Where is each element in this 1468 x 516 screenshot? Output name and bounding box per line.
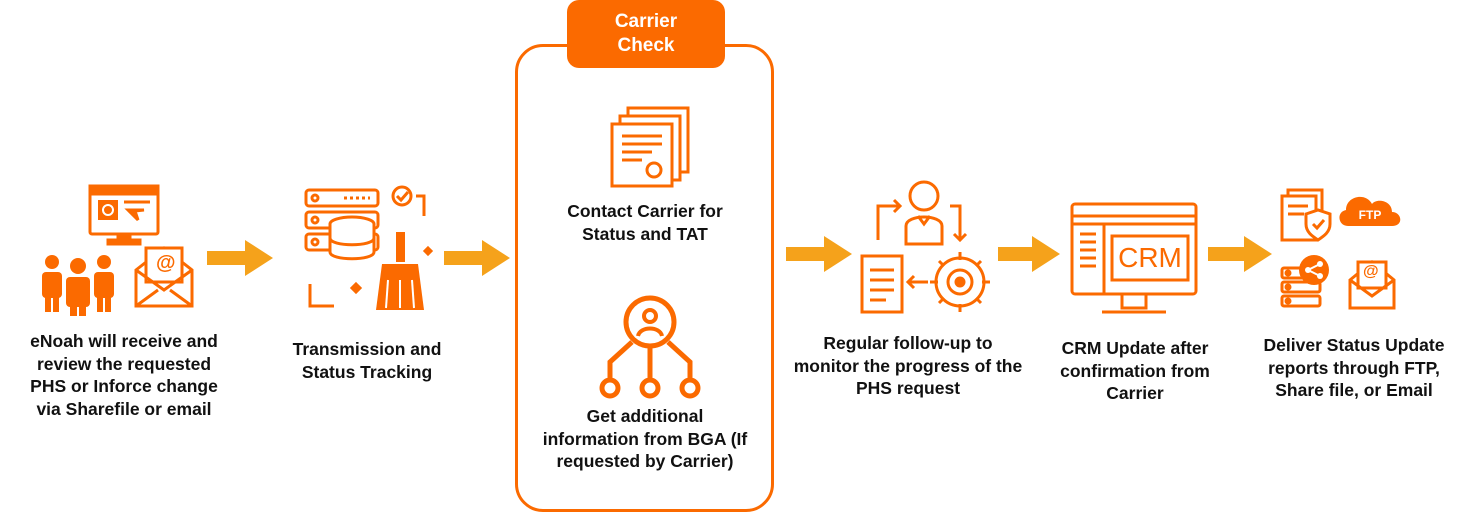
flow-arrow-1	[207, 240, 273, 276]
documents-icon	[610, 104, 694, 188]
step-crm-update-label: CRM Update after confirmation from Carri…	[1060, 338, 1210, 403]
team-computer-email-icon: @	[38, 182, 198, 317]
step-follow-up-label: Regular follow-up to monitor the progres…	[793, 333, 1023, 398]
crm-monitor-icon: CRM	[1068, 200, 1200, 322]
step-contact-carrier-label: Contact Carrier for Status and TAT	[567, 201, 723, 244]
delivery-channels-icon: FTP @	[1278, 186, 1404, 312]
database-cleanup-icon	[300, 184, 440, 324]
user-process-cycle-icon	[858, 176, 998, 318]
email-at-symbol: @	[156, 252, 176, 274]
step-receive-review-label: eNoah will receive and review the reques…	[30, 331, 218, 419]
step-deliver-report-label: Deliver Status Update reports through FT…	[1263, 335, 1445, 400]
crm-text: CRM	[1118, 242, 1182, 273]
ftp-text: FTP	[1358, 208, 1382, 222]
step-bga-info-label: Get additional information from BGA (If …	[542, 406, 748, 471]
carrier-check-title: Carrier Check	[567, 0, 725, 68]
flow-arrow-5	[1208, 236, 1272, 272]
flow-arrow-3	[786, 236, 852, 272]
flow-arrow-4	[998, 236, 1060, 272]
delivery-at-symbol: @	[1363, 263, 1379, 280]
step-transmission-tracking-label: Transmission and Status Tracking	[292, 339, 442, 382]
flow-arrow-2	[444, 240, 510, 276]
user-network-icon	[596, 292, 706, 402]
